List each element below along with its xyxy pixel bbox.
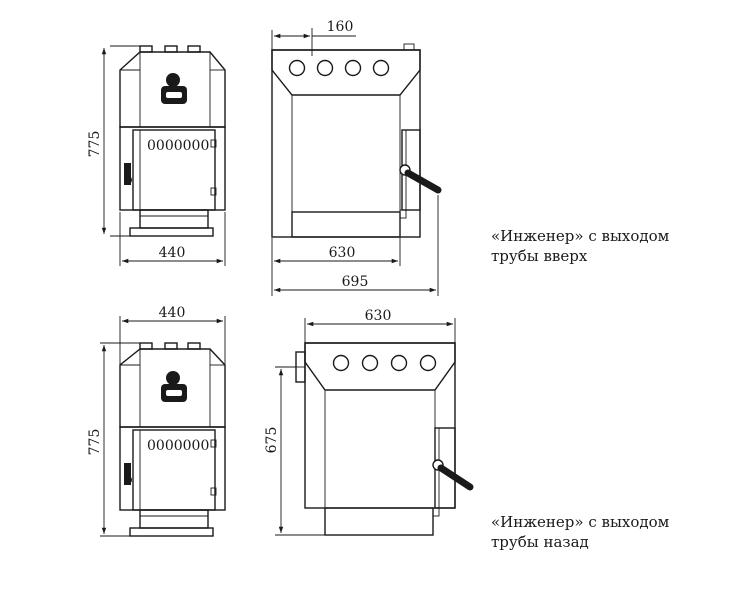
width-label-630-top: 630	[329, 245, 356, 261]
height-label-775-bottom: 775	[87, 429, 103, 456]
height-label-675: 675	[264, 427, 280, 454]
front-view-top: 0000000	[119, 45, 226, 237]
dimension-630-bottom: 630	[304, 308, 456, 343]
door-slots-bottom: 0000000	[147, 438, 209, 454]
width-label-630-bottom: 630	[365, 308, 392, 324]
caption-top-line-1: «Инженер» с выходом	[491, 227, 670, 245]
side-handle-icon-top	[399, 164, 442, 194]
width-label-440-bottom: 440	[159, 305, 186, 321]
side-handle-icon-bottom	[432, 459, 474, 491]
door-slots-top: 0000000	[147, 138, 209, 154]
width-label-695: 695	[342, 274, 369, 290]
caption-bottom: «Инженер» с выходом трубы назад	[491, 512, 669, 552]
caption-top: «Инженер» с выходом трубы вверх	[491, 226, 669, 266]
dimension-height-front-top: 775	[87, 45, 140, 237]
pipe-outlets-top	[288, 59, 390, 77]
caption-top-line-2: трубы вверх	[491, 247, 588, 265]
dimension-width-front-bottom: 440	[119, 305, 226, 365]
dimension-160: 160	[271, 19, 356, 56]
caption-bottom-line-1: «Инженер» с выходом	[491, 513, 670, 531]
door-latch-icon	[124, 163, 132, 185]
dimension-width-front-top: 440	[119, 212, 226, 266]
width-label-440-top: 440	[159, 245, 186, 261]
door-latch-icon-bottom	[124, 463, 132, 485]
offset-label-160: 160	[327, 19, 354, 35]
dimension-height-front-bottom: 775	[87, 342, 140, 537]
height-label-775-top: 775	[87, 131, 103, 158]
side-view-bottom	[295, 342, 474, 536]
hood-handle-icon	[161, 73, 187, 104]
side-view-top	[271, 43, 442, 238]
dimension-630-top: 630	[271, 238, 401, 296]
hood-handle-icon-bottom	[161, 371, 187, 402]
front-view-bottom: 0000000	[119, 342, 226, 537]
dimension-675: 675	[264, 366, 325, 536]
caption-bottom-line-2: трубы назад	[491, 533, 589, 551]
pipe-outlets-bottom	[332, 354, 437, 372]
dimension-695: 695	[274, 195, 439, 296]
